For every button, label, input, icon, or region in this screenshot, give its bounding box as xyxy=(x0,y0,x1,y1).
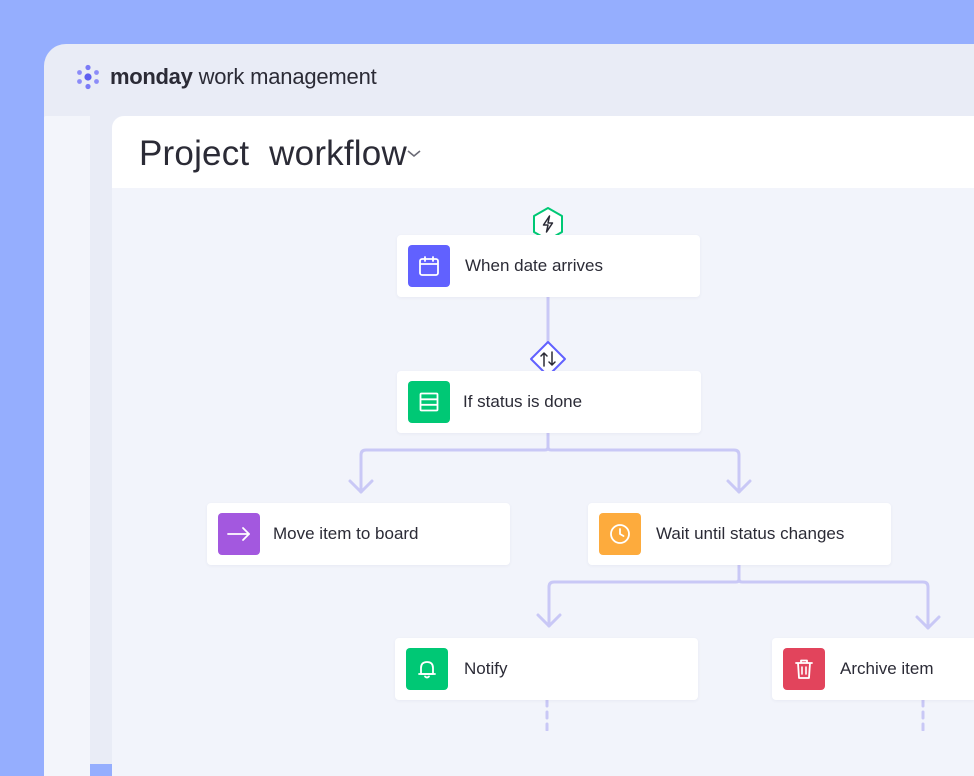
cursor-icon xyxy=(407,150,421,158)
trigger-node[interactable]: When date arrives xyxy=(397,235,700,297)
arrow-head xyxy=(726,479,752,494)
trash-icon xyxy=(783,648,825,690)
workflow-diagram: When date arrives If status is done Mo xyxy=(207,207,974,731)
move-item-node[interactable]: Move item to board xyxy=(207,503,510,565)
clock-icon xyxy=(599,513,641,555)
archive-item-node[interactable]: Archive item xyxy=(772,638,974,700)
arrow-head xyxy=(915,615,941,630)
sidebar xyxy=(44,116,90,776)
bell-icon xyxy=(406,648,448,690)
page-header: Project workflow xyxy=(112,116,974,188)
node-label: Notify xyxy=(464,659,508,678)
node-label: If status is done xyxy=(463,392,583,411)
monday-logo-icon xyxy=(77,64,99,90)
node-label: When date arrives xyxy=(465,256,603,275)
page-title[interactable]: Project workflow xyxy=(139,134,407,173)
connector-line xyxy=(359,430,550,494)
arrow-right-icon xyxy=(218,513,260,555)
node-label: Move item to board xyxy=(273,524,419,543)
brand-name: monday xyxy=(110,64,193,89)
arrow-head xyxy=(348,479,374,494)
node-label: Wait until status changes xyxy=(656,524,845,543)
wait-node[interactable]: Wait until status changes xyxy=(588,503,891,565)
brand-product: work management xyxy=(198,64,377,89)
brand[interactable]: monday work management xyxy=(74,62,377,92)
notify-node[interactable]: Notify xyxy=(395,638,698,700)
table-icon xyxy=(408,381,450,423)
connector-line xyxy=(546,445,741,494)
condition-node[interactable]: If status is done xyxy=(397,371,701,433)
calendar-icon xyxy=(408,245,450,287)
node-label: Archive item xyxy=(840,659,934,678)
connectors xyxy=(348,295,941,731)
connector-line xyxy=(547,563,741,628)
arrow-head xyxy=(536,613,562,628)
connector-line xyxy=(737,577,930,630)
